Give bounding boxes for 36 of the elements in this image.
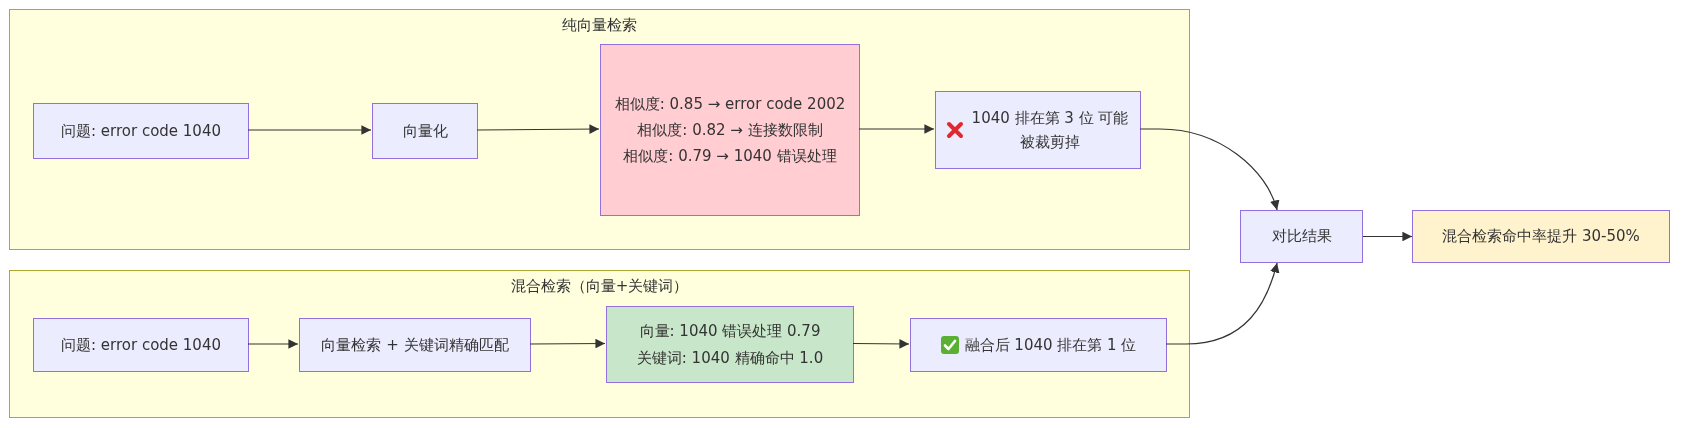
process-box [372, 103, 478, 159]
arrow [529, 338, 606, 349]
arrow [852, 339, 910, 349]
group-panel [9, 270, 1190, 418]
arrow [1165, 262, 1280, 345]
process-box [33, 103, 249, 159]
node-label: 向量: 1040 错误处理 0.79 [639, 321, 821, 343]
result-box [606, 306, 854, 383]
group-title: 混合检索（向量+关键词） [510, 276, 689, 297]
arrow [476, 124, 600, 134]
node-label: 对比结果 [1271, 226, 1332, 248]
node-label: 问题: error code 1040 [61, 334, 221, 356]
arrow [1139, 128, 1279, 211]
process-box [1240, 210, 1363, 263]
process-box [33, 318, 249, 372]
group-panel [9, 9, 1190, 250]
process-box [935, 91, 1141, 169]
node-label: 1040 排在第 3 位 可能被裁剪掉 [970, 108, 1130, 153]
result-box [600, 44, 860, 216]
process-box [299, 318, 531, 372]
node-label: 混合检索命中率提升 30-50% [1442, 226, 1640, 248]
group-title: 纯向量检索 [562, 15, 637, 36]
node-label: 相似度: 0.85 → error code 2002 [614, 93, 846, 115]
node-label: 关键词: 1040 精确命中 1.0 [636, 347, 824, 369]
node-label: 相似度: 0.79 → 1040 错误处理 [623, 146, 837, 168]
arrow [247, 339, 299, 349]
node-label: 融合后 1040 排在第 1 位 [964, 334, 1137, 356]
node-label: 向量检索 + 关键词精确匹配 [321, 334, 509, 356]
result-box [1412, 210, 1670, 263]
process-box [910, 318, 1167, 372]
node-label: 相似度: 0.82 → 连接数限制 [637, 119, 823, 141]
arrow [1362, 231, 1413, 242]
arrow [858, 124, 935, 134]
node-label: 问题: error code 1040 [61, 120, 221, 142]
arrow [247, 125, 372, 135]
node-label: 向量化 [402, 120, 448, 142]
